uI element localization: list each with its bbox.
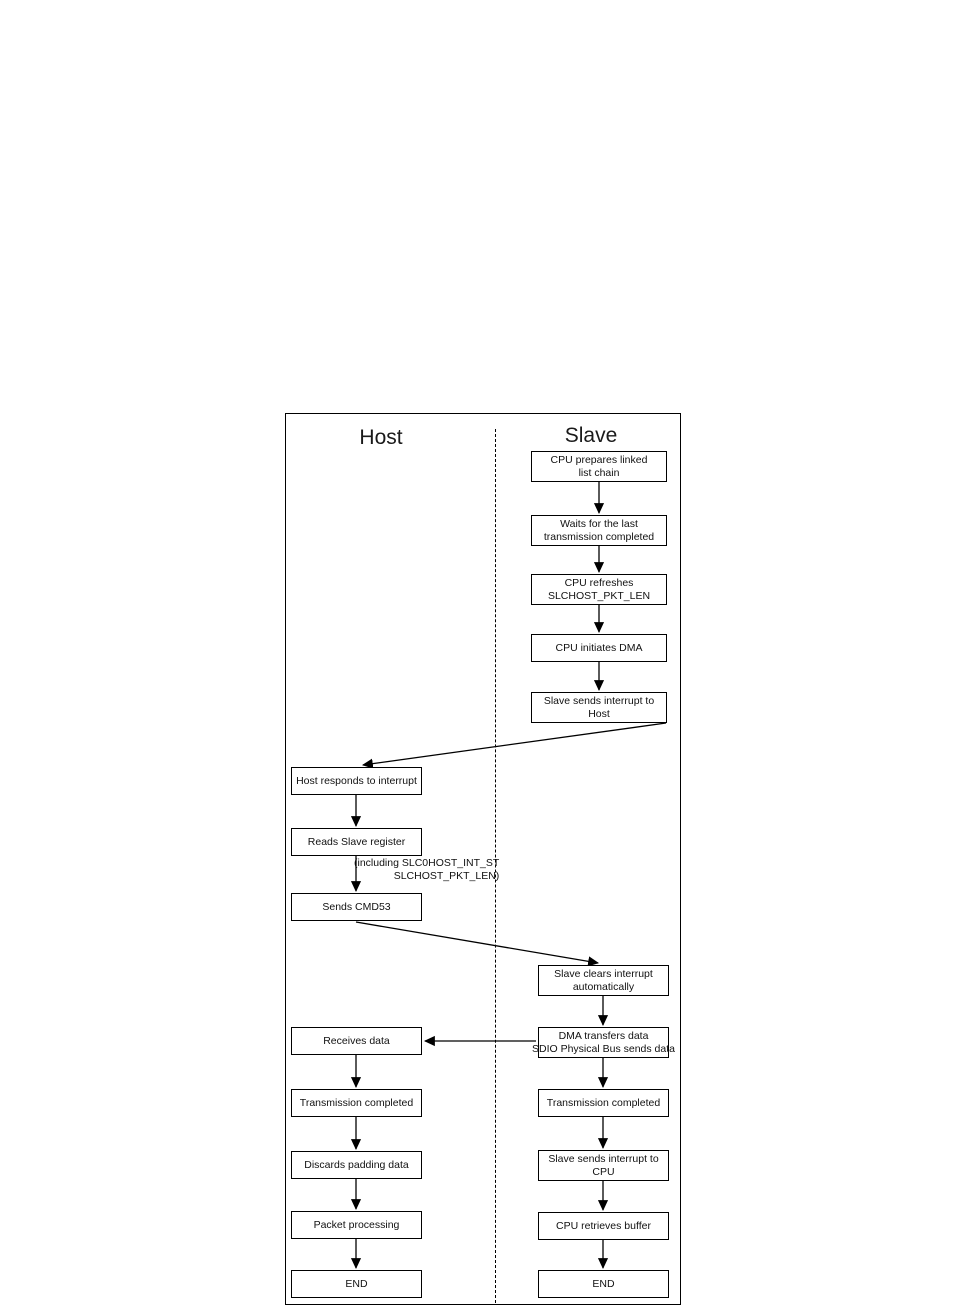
- node-label: END: [345, 1277, 368, 1290]
- node-reads-slave-register[interactable]: Reads Slave register: [291, 828, 422, 856]
- node-discards-padding-data[interactable]: Discards padding data: [291, 1151, 422, 1179]
- node-label: DMA transfers data SDIO Physical Bus sen…: [532, 1029, 675, 1055]
- node-receives-data[interactable]: Receives data: [291, 1027, 422, 1055]
- node-dma-transfers-data[interactable]: DMA transfers data SDIO Physical Bus sen…: [532, 1027, 675, 1058]
- node-label: Slave clears interrupt automatically: [554, 967, 653, 993]
- node-label: CPU retrieves buffer: [556, 1219, 651, 1232]
- node-host-responds-to-interrupt[interactable]: Host responds to interrupt: [291, 767, 422, 795]
- node-label: CPU initiates DMA: [555, 641, 643, 654]
- node-label: CPU refreshes SLCHOST_PKT_LEN: [547, 576, 651, 602]
- flowchart-frame: Host Slave CPU prepares linked list chai…: [285, 413, 681, 1305]
- node-cpu-initiates-dma[interactable]: CPU initiates DMA: [531, 634, 667, 662]
- node-label: Host responds to interrupt: [296, 774, 417, 787]
- lane-title-host: Host: [359, 426, 403, 449]
- node-slave-sends-interrupt-to-host[interactable]: Slave sends interrupt to Host: [531, 692, 667, 723]
- node-cpu-refreshes-slchost-pkt-len[interactable]: CPU refreshes SLCHOST_PKT_LEN: [531, 574, 667, 605]
- node-host-end[interactable]: END: [291, 1270, 422, 1298]
- lane-title-slave: Slave: [564, 424, 618, 447]
- node-cpu-prepares-linked-list-chain[interactable]: CPU prepares linked list chain: [531, 451, 667, 482]
- node-label: Slave sends interrupt to CPU: [548, 1152, 659, 1178]
- node-slave-end[interactable]: END: [538, 1270, 669, 1298]
- node-label: Reads Slave register: [307, 835, 406, 848]
- node-label: Slave sends interrupt to Host: [543, 694, 655, 720]
- node-label: Transmission completed: [546, 1096, 661, 1109]
- node-label: Sends CMD53: [322, 900, 391, 913]
- node-label: CPU prepares linked list chain: [550, 453, 648, 479]
- node-label: Transmission completed: [299, 1096, 414, 1109]
- lane-divider: [495, 429, 496, 1303]
- node-label: Waits for the last transmission complete…: [543, 517, 655, 543]
- node-label: Discards padding data: [304, 1158, 409, 1171]
- node-cpu-retrieves-buffer[interactable]: CPU retrieves buffer: [538, 1212, 669, 1240]
- node-slave-transmission-completed[interactable]: Transmission completed: [538, 1089, 669, 1117]
- node-packet-processing[interactable]: Packet processing: [291, 1211, 422, 1239]
- node-slave-clears-interrupt[interactable]: Slave clears interrupt automatically: [538, 965, 669, 996]
- node-waits-for-last-transmission[interactable]: Waits for the last transmission complete…: [531, 515, 667, 546]
- node-label: Receives data: [323, 1034, 390, 1047]
- node-host-transmission-completed[interactable]: Transmission completed: [291, 1089, 422, 1117]
- edge-label-register-contents: (including SLC0HOST_INT_ST SLCHOST_PKT_L…: [354, 857, 500, 882]
- node-slave-sends-interrupt-to-cpu[interactable]: Slave sends interrupt to CPU: [538, 1150, 669, 1181]
- node-label: END: [592, 1277, 615, 1290]
- node-sends-cmd53[interactable]: Sends CMD53: [291, 893, 422, 921]
- node-label: Packet processing: [313, 1218, 400, 1231]
- flow-arrows: [350, 482, 667, 1270]
